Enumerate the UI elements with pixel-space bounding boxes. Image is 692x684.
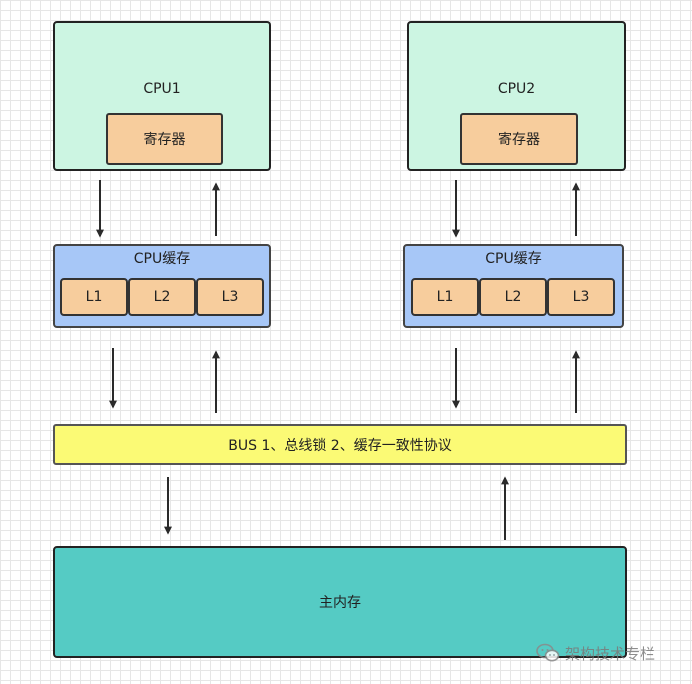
cpu1-cache-l2: L2 (128, 278, 196, 316)
cpu2-title: CPU2 (497, 81, 536, 97)
cpu1-register: 寄存器 (106, 113, 223, 165)
cpu1-cache-l1: L1 (60, 278, 128, 316)
bus-label: BUS 1、总线锁 2、缓存一致性协议 (228, 437, 452, 454)
cpu2-cache-l2: L2 (479, 278, 547, 316)
watermark: 架构技术专栏 (536, 640, 655, 666)
cpu2-cache-title: CPU缓存 (485, 251, 542, 267)
cpu1-cache-box: CPU缓存 L1 L2 L3 (53, 244, 271, 328)
wechat-icon (536, 643, 560, 662)
cpu1-title: CPU1 (143, 81, 181, 97)
main-memory-box: 主内存 (53, 546, 627, 658)
cpu2-register: 寄存器 (460, 113, 578, 165)
cpu1-box: CPU1 寄存器 (53, 21, 271, 171)
cpu2-cache-l3: L3 (547, 278, 615, 316)
bus-bar: BUS 1、总线锁 2、缓存一致性协议 (53, 424, 627, 465)
cpu1-cache-l3: L3 (196, 278, 264, 316)
cpu2-box: CPU2 寄存器 (407, 21, 626, 171)
cpu2-cache-l1: L1 (411, 278, 479, 316)
cpu1-cache-title: CPU缓存 (133, 251, 191, 267)
watermark-text: 架构技术专栏 (565, 644, 656, 663)
main-memory-label: 主内存 (319, 595, 361, 611)
cpu2-cache-box: CPU缓存 L1 L2 L3 (403, 244, 624, 328)
